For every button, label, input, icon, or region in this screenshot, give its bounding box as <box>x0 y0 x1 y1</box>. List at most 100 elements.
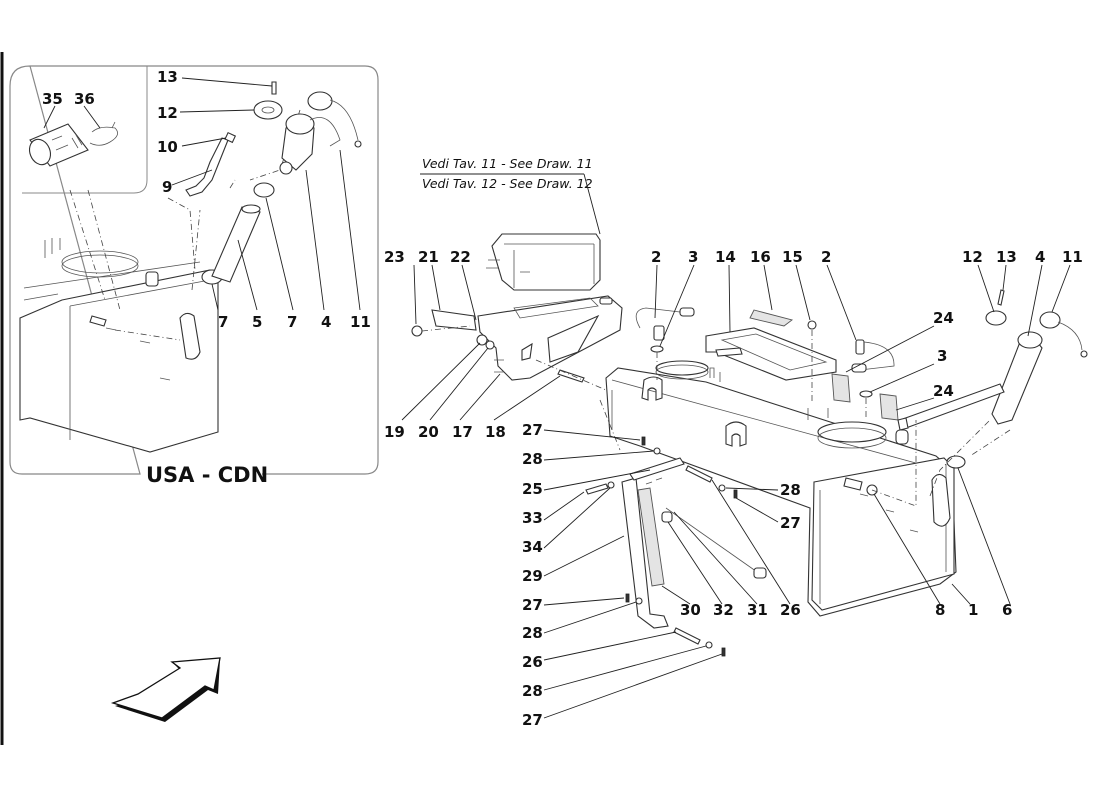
label-28-c: 28 <box>522 682 543 700</box>
seal-6 <box>946 455 966 469</box>
fuel-tank-1 <box>605 360 957 617</box>
clip-27-d <box>721 647 726 657</box>
reference-draw-11: Vedi Tav. 11 - See Draw. 11 <box>422 156 593 171</box>
label-28-a: 28 <box>522 450 543 468</box>
label-19: 19 <box>384 423 405 441</box>
label-27-a: 27 <box>522 421 543 439</box>
fuel-cap-11-right <box>1039 311 1088 358</box>
heat-shield-29 <box>621 457 685 629</box>
fuel-sender-2-right <box>851 339 895 373</box>
label-2-right: 2 <box>821 248 831 266</box>
hose-5 <box>211 206 261 283</box>
label-6: 6 <box>1002 601 1012 619</box>
bolt-26-lower <box>673 627 701 645</box>
label-27-b: 27 <box>522 596 543 614</box>
clip-36 <box>89 121 118 146</box>
washer-28-a <box>653 447 661 455</box>
label-27-d: 27 <box>780 514 801 532</box>
bracket-17 <box>477 295 623 381</box>
label-9: 9 <box>162 178 172 196</box>
label-26-b: 26 <box>780 601 801 619</box>
label-22: 22 <box>450 248 471 266</box>
clip-27-b <box>733 489 738 499</box>
inset-title: USA - CDN <box>146 463 268 487</box>
clip-27-a <box>641 436 646 446</box>
arrow-forward-direction-icon <box>110 657 221 722</box>
label-2-left: 2 <box>651 248 661 266</box>
module-14 <box>705 327 837 381</box>
clip-21 <box>431 309 477 331</box>
label-23: 23 <box>384 248 405 266</box>
washer-34 <box>607 481 615 489</box>
washer-28-b <box>718 484 726 492</box>
label-18: 18 <box>485 423 506 441</box>
inset-dash-lines <box>69 109 301 341</box>
pin-18 <box>557 369 585 383</box>
drawing-references: Vedi Tav. 11 - See Draw. 11 Vedi Tav. 12… <box>420 156 601 235</box>
label-24-lower: 24 <box>933 382 954 400</box>
label-13-right: 13 <box>996 248 1017 266</box>
label-24-upper: 24 <box>933 309 954 327</box>
bolt-33 <box>585 483 609 495</box>
washer-28-d <box>705 641 713 649</box>
label-35: 35 <box>42 90 63 108</box>
label-31: 31 <box>747 601 768 619</box>
insulation-30 <box>637 487 665 587</box>
canister <box>486 233 601 291</box>
label-7b: 7 <box>287 313 297 331</box>
ring-12 <box>253 100 283 120</box>
label-10: 10 <box>157 138 178 156</box>
label-14: 14 <box>715 248 736 266</box>
inset-tank <box>19 238 219 453</box>
label-28-d: 28 <box>780 481 801 499</box>
label-28-b: 28 <box>522 624 543 642</box>
label-11-right: 11 <box>1062 248 1083 266</box>
main-leaders <box>401 264 1071 719</box>
bracket-dash-lines <box>421 325 621 397</box>
label-7a: 7 <box>218 313 228 331</box>
pipe-9 <box>185 137 229 197</box>
nut-15 <box>807 320 817 330</box>
bolt-26-upper <box>685 465 713 483</box>
label-1: 1 <box>968 601 978 619</box>
label-13: 13 <box>157 68 178 86</box>
strap-31-32 <box>665 507 761 575</box>
label-27-c: 27 <box>522 711 543 729</box>
label-29: 29 <box>522 567 543 585</box>
fuel-cap-11 <box>307 91 362 148</box>
ring-12-right <box>985 310 1007 326</box>
screw-13-right <box>997 289 1005 306</box>
seal-3-right <box>859 390 873 398</box>
fitting-10 <box>224 131 237 144</box>
inset-frame <box>9 65 379 475</box>
inset-subbox <box>22 66 148 194</box>
reference-draw-12: Vedi Tav. 12 - See Draw. 12 <box>422 176 593 191</box>
label-5: 5 <box>252 313 262 331</box>
nut-23 <box>411 325 423 337</box>
label-3-left: 3 <box>688 248 698 266</box>
label-15: 15 <box>782 248 803 266</box>
fuel-sender-2-left <box>635 307 695 341</box>
label-20: 20 <box>418 423 439 441</box>
label-21: 21 <box>418 248 439 266</box>
rubber-32 <box>661 511 673 523</box>
label-32: 32 <box>713 601 734 619</box>
clip-27-c <box>625 593 630 603</box>
connector-35 <box>28 123 89 167</box>
inset-leaders <box>43 77 361 311</box>
label-17: 17 <box>452 423 473 441</box>
seal-7-upper <box>253 182 275 198</box>
usa-cdn-inset: USA - CDN <box>9 65 379 487</box>
seal-3-left <box>650 345 664 353</box>
label-34: 34 <box>522 538 543 556</box>
nut-20 <box>485 340 495 350</box>
label-16: 16 <box>750 248 771 266</box>
plate-16 <box>749 309 794 327</box>
screw-13 <box>271 81 277 95</box>
label-25: 25 <box>522 480 543 498</box>
label-30: 30 <box>680 601 701 619</box>
filler-neck-4 <box>279 113 315 175</box>
pad-24-right <box>879 393 899 421</box>
label-8: 8 <box>935 601 945 619</box>
